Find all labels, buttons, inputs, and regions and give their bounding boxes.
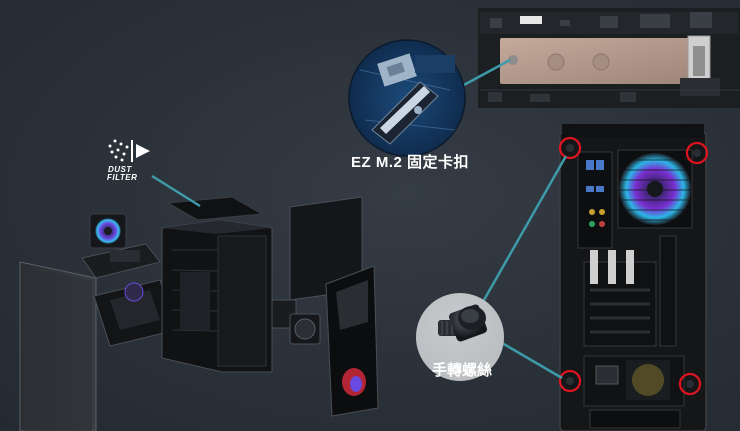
psu xyxy=(583,355,685,407)
rear-fan xyxy=(289,313,321,345)
callout-line-screw-top xyxy=(482,155,568,301)
ez-m2-clip-caption: EZ M.2 固定卡扣 xyxy=(351,154,470,171)
screw-marker-top-left xyxy=(558,136,582,160)
dust-filter-icon xyxy=(108,139,150,162)
motherboard-closeup xyxy=(478,8,740,108)
thumb-screw-caption: 手轉螺絲 xyxy=(432,362,493,379)
main-chassis xyxy=(161,219,273,373)
thumb-screw-markers xyxy=(558,136,709,396)
exploded-fan xyxy=(89,213,127,249)
screw-marker-bottom-right xyxy=(678,372,702,396)
dust-filter-label-line2: FILTER xyxy=(107,173,138,182)
screw-marker-bottom-left xyxy=(558,369,582,393)
dust-filter-label-line1: DUST xyxy=(108,165,132,174)
rear-rgb-fan xyxy=(617,149,693,229)
ez-m2-zoom-circle xyxy=(348,39,466,157)
thumb-screw-zoom-circle xyxy=(416,293,504,381)
thumb-screw-icon xyxy=(438,304,488,342)
screw-marker-top-right xyxy=(685,141,709,165)
exploded-case-view xyxy=(19,196,379,431)
callout-line-ez-m2 xyxy=(461,58,511,88)
case-rear-view xyxy=(558,124,709,431)
dust-filter-panel xyxy=(166,196,264,221)
callout-line-dust-filter xyxy=(151,174,201,208)
front-panel xyxy=(325,265,379,417)
